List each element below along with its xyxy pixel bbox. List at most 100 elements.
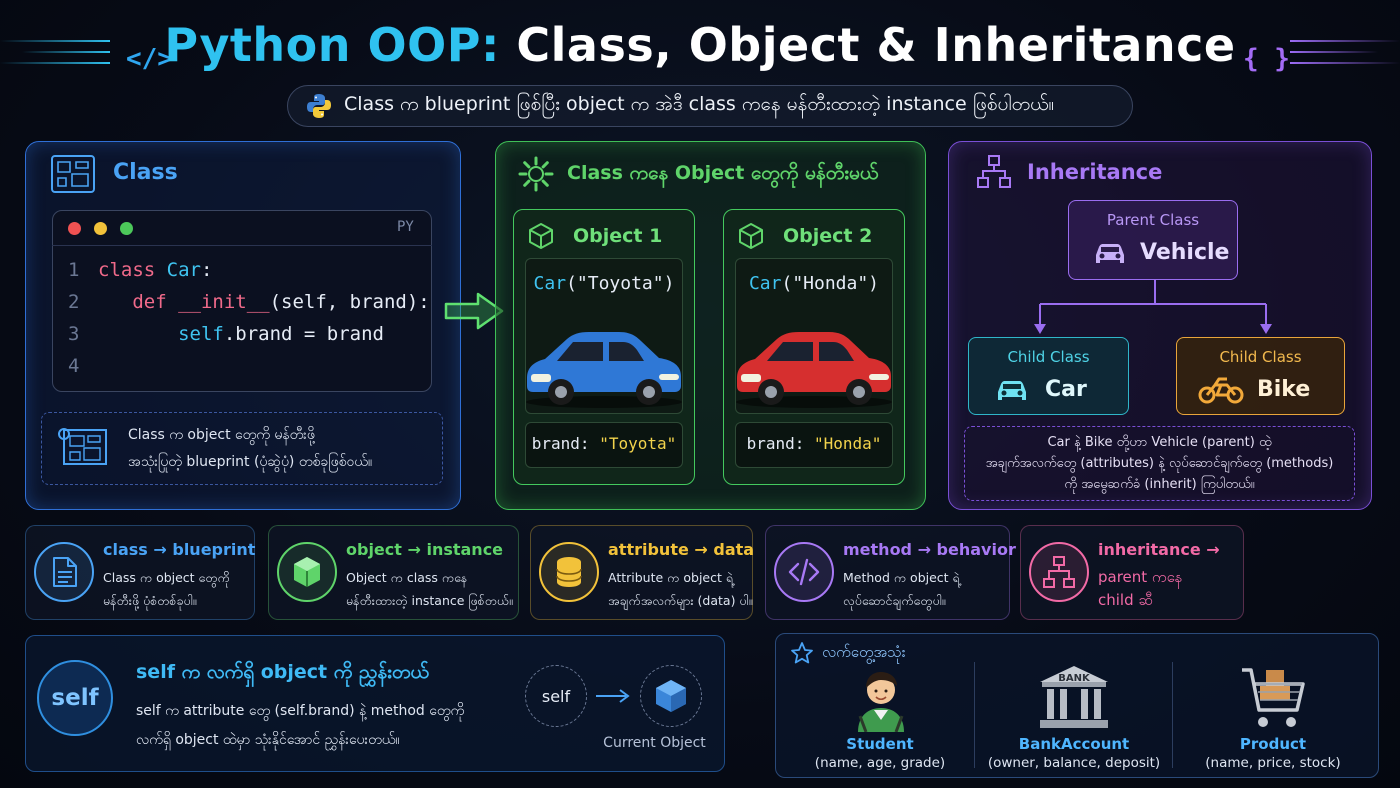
line-number: 1 — [68, 259, 80, 281]
class-heading: Class — [113, 160, 178, 185]
line-number: 4 — [68, 355, 80, 377]
attribute-box — [525, 422, 683, 468]
concept-description-line-2: လုပ်ဆောင်ချက်တွေပါ။ — [843, 593, 946, 608]
constructor-call: Car("Honda") — [723, 273, 905, 294]
self-title: self က လက်ရှိ object ကို ညွှန်းတယ် — [136, 661, 429, 683]
code-line: 3 self.brand = brand — [68, 323, 384, 345]
parent-class-name: Vehicle — [1140, 240, 1230, 265]
examples-divider-2 — [1172, 662, 1173, 768]
shopping-cart-icon — [1242, 668, 1305, 727]
self-badge: self — [37, 660, 113, 736]
constructor-args: ("Toyota") — [566, 273, 675, 294]
arrow-right-icon — [444, 292, 504, 330]
vehicle-icon — [1096, 244, 1124, 263]
child-class-bike-name: Bike — [1257, 377, 1311, 402]
hierarchy-icon — [977, 155, 1011, 188]
attribute-value: "Toyota" — [599, 434, 677, 453]
concept-description-line-1: Object က class ကနေ — [346, 570, 468, 585]
attribute-value: "Honda" — [814, 434, 882, 453]
braces-icon: { } — [1243, 44, 1290, 74]
bank-sign: BANK — [1058, 673, 1090, 684]
title-highlight: Python OOP: — [164, 18, 500, 72]
inheritance-note-line-1: Car နဲ့ Bike တို့ဟာ Vehicle (parent) ထဲ့ — [1047, 435, 1272, 450]
title-rest: Class, Object & Inheritance — [516, 18, 1236, 72]
example-fields: (owner, balance, deposit) — [987, 755, 1161, 771]
self-diagram-self: self — [525, 665, 587, 727]
concept-description: Object က class ကနေမန်တီးထားတဲ့ instance … — [346, 566, 513, 612]
concept-description-line-2: အချက်အလက်များ (data) ပါ။ — [608, 593, 753, 608]
child-class-car-label: Child Class — [1007, 348, 1090, 366]
child-class-bike-label: Child Class — [1219, 348, 1302, 366]
bank-icon — [1040, 666, 1108, 728]
code-line: 2 def __init__(self, brand): — [68, 291, 430, 313]
concept-description-line-2: မန်တီးဖို့ ပုံစံတစ်ခုပါ။ — [103, 593, 197, 608]
self-description-line-2: လက်ရှိ object ထဲမှာ သုံးနိုင်အောင် ညွှန်… — [136, 732, 400, 748]
concept-description-line-2: child ဆီ — [1098, 591, 1153, 609]
current-object-circle — [640, 665, 702, 727]
inheritance-note-line-3: ကို အမွေဆက်ခံ (inherit) ကြပါတယ်။ — [1064, 477, 1255, 492]
concept-description: Attribute က object ရဲ့အချက်အလက်များ (dat… — [608, 566, 753, 612]
attribute-line: brand: "Honda" — [723, 434, 905, 453]
attribute-key: brand: — [746, 434, 814, 453]
window-close-dot — [68, 222, 81, 235]
examples-heading: လက်တွေ့အသုံး — [822, 643, 906, 661]
child-class-car-name: Car — [1045, 377, 1087, 402]
self-description: self က attribute တွေ (self.brand) နဲ့ me… — [136, 697, 464, 755]
cube-icon — [529, 223, 553, 249]
inheritance-note: Car နဲ့ Bike တို့ဟာ Vehicle (parent) ထဲ့… — [964, 432, 1355, 495]
concept-description-line-1: Attribute က object ရဲ့ — [608, 570, 734, 585]
concept-title: class → blueprint — [103, 540, 256, 559]
concept-description-line-1: Class က object တွေကို — [103, 570, 230, 585]
object-heading: Class ကနေ Object တွေကို မန်တီးမယ် — [567, 162, 879, 184]
constructor-name: Car — [748, 273, 782, 294]
motorbike-icon — [1198, 377, 1244, 404]
subtitle-pill: Class က blueprint ဖြစ်ပြီး object က အဲဒီ… — [287, 85, 1133, 127]
line-number: 3 — [68, 323, 80, 345]
code-token: (self, brand): — [269, 291, 430, 313]
attribute-key: brand: — [531, 434, 600, 453]
code-token: class — [98, 259, 167, 281]
self-description-line-1: self က attribute တွေ (self.brand) နဲ့ me… — [136, 703, 465, 719]
page-title: Python OOP: Class, Object & Inheritance — [0, 18, 1400, 72]
attribute-line: brand: "Toyota" — [513, 434, 695, 453]
header-decoration-left — [0, 40, 110, 73]
star-icon — [791, 642, 813, 664]
inheritance-heading: Inheritance — [1027, 160, 1163, 184]
subtitle-text: Class က blueprint ဖြစ်ပြီး object က အဲဒီ… — [344, 93, 1055, 115]
object-title: Object 1 — [573, 225, 663, 247]
header-decoration-right — [1290, 40, 1400, 73]
code-token: self — [98, 323, 224, 345]
window-minimize-dot — [94, 222, 107, 235]
inheritance-note-line-2: အချက်အလက်တွေ (attributes) နဲ့ လုပ်ဆောင်ခ… — [985, 456, 1334, 471]
concept-description: Method က object ရဲ့လုပ်ဆောင်ချက်တွေပါ။ — [843, 566, 960, 612]
car-icon — [998, 381, 1026, 400]
class-note-line-2: အသုံးပြုတဲ့ blueprint (ပုံဆွဲပုံ) တစ်ခုဖ… — [128, 454, 373, 470]
inheritance-note-box — [964, 426, 1355, 501]
current-object-caption: Current Object — [603, 735, 706, 751]
concept-description: Class က object တွေကိုမန်တီးဖို့ ပုံစံတစ်… — [103, 566, 230, 612]
line-number: 2 — [68, 291, 80, 313]
code-token: def — [98, 291, 179, 313]
constructor-args: ("Honda") — [781, 273, 880, 294]
concept-title: inheritance → — [1098, 540, 1220, 559]
code-window-divider — [52, 245, 432, 246]
car-image — [526, 332, 682, 408]
code-line: 4 — [68, 355, 98, 377]
car-image — [736, 332, 892, 408]
class-note-line-1: Class က object တွေကို မန်တီးဖို့ — [128, 427, 315, 443]
example-fields: (name, price, stock) — [1205, 755, 1341, 771]
document-icon — [53, 557, 77, 587]
self-panel — [25, 635, 725, 772]
examples-divider-1 — [974, 662, 975, 768]
examples-panel — [775, 633, 1379, 778]
code-token: : — [200, 259, 213, 281]
gear-icon — [518, 156, 554, 192]
student-icon — [858, 672, 904, 732]
hierarchy-icon — [1043, 556, 1075, 588]
arrow-icon — [596, 689, 630, 703]
code-token: __init__ — [178, 291, 270, 313]
inheritance-connector — [1034, 280, 1272, 334]
cube-icon — [294, 557, 320, 587]
python-logo-icon — [307, 94, 331, 118]
